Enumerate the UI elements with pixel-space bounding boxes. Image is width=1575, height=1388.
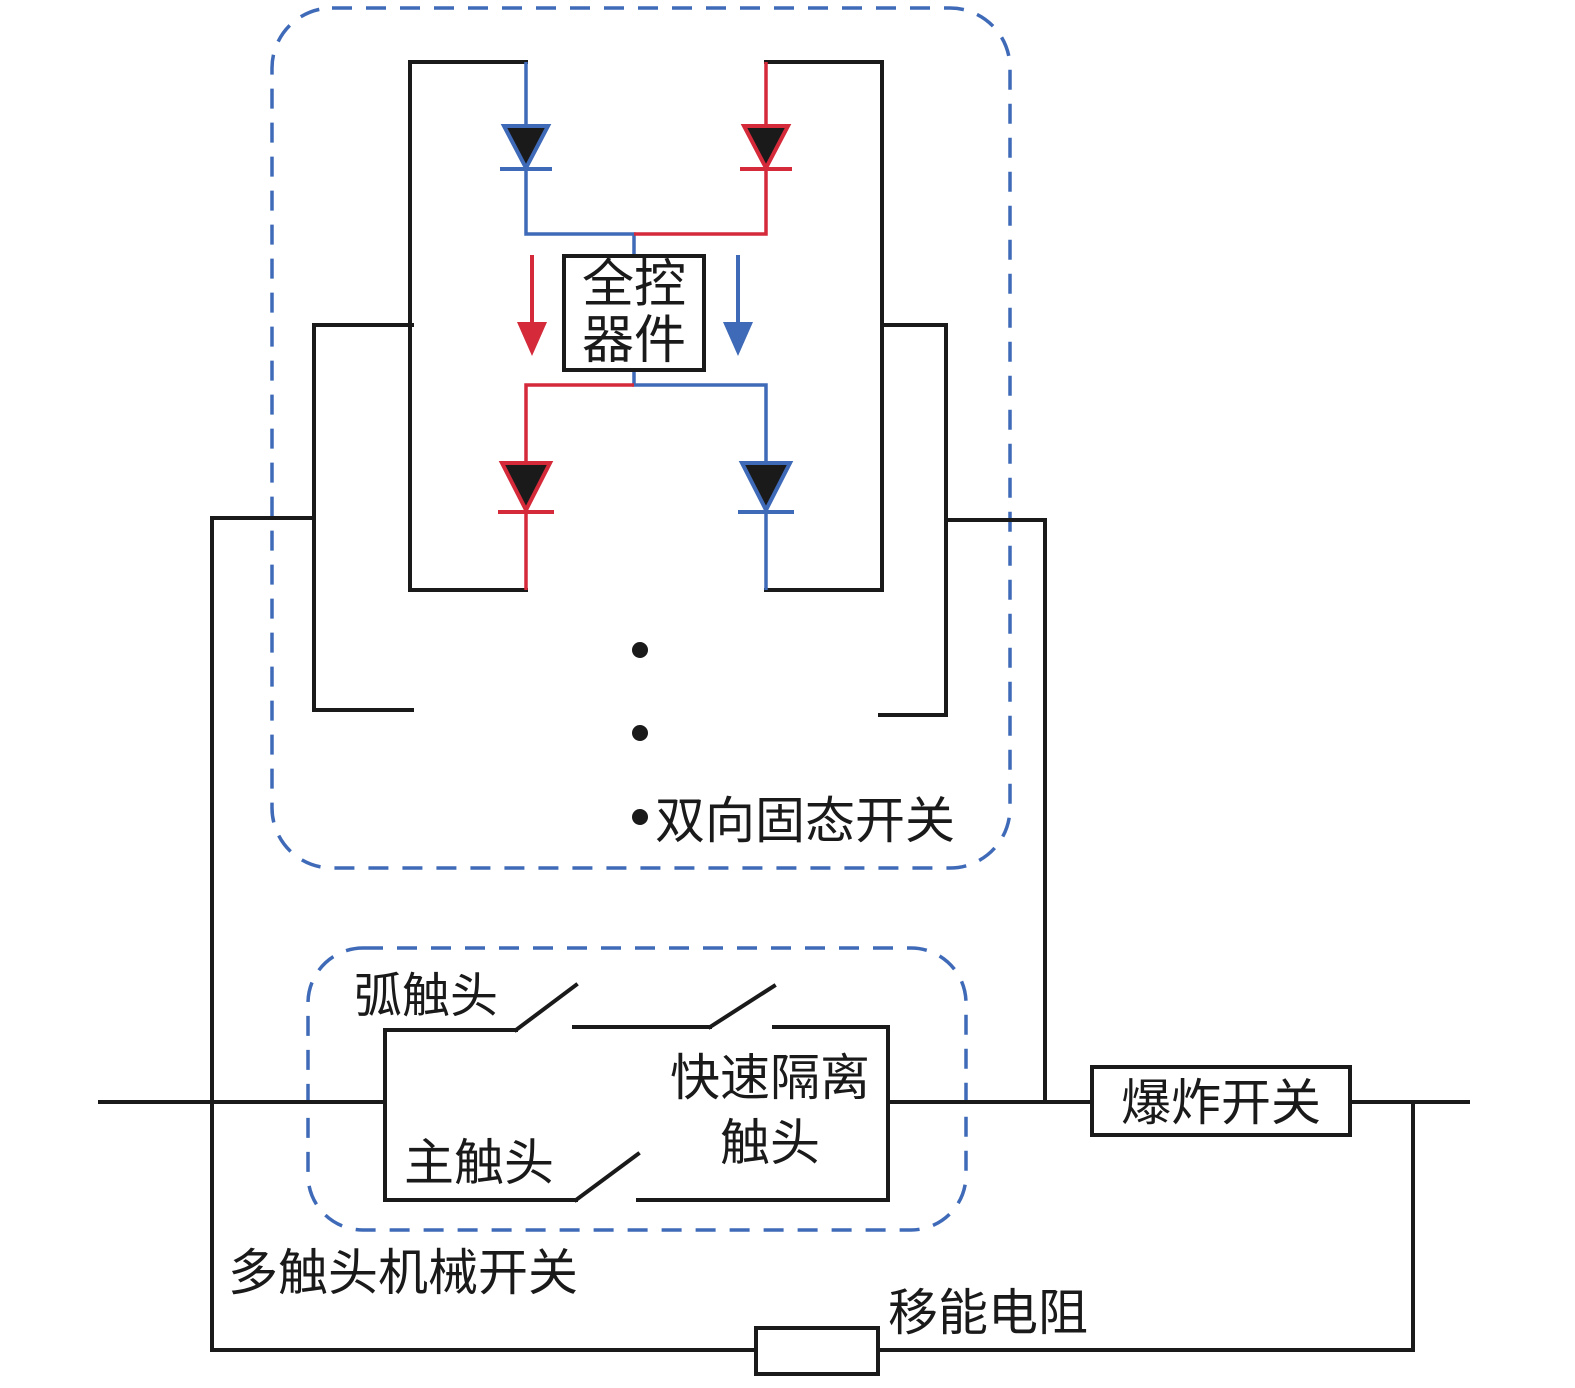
- explosion-switch-box: [1090, 1065, 1352, 1137]
- bidirectional-ss-switch-label: 双向固态开关: [655, 792, 955, 850]
- arc-contact-label: 弧触头: [354, 968, 498, 1024]
- diode-bottom-left-icon: [498, 461, 554, 515]
- red-current-path: [524, 62, 768, 590]
- fast-isolation-contact-label-2: 触头: [720, 1114, 820, 1172]
- diode-bottom-right-icon: [738, 461, 794, 515]
- multi-contact-mech-switch-label: 多触头机械开关: [228, 1244, 578, 1302]
- blue-arrow-down-icon: [723, 255, 753, 356]
- explosion-switch-label: 爆炸开关: [1121, 1074, 1321, 1132]
- full-control-device-label-2: 器件: [582, 311, 686, 371]
- energy-resistor-box: [754, 1326, 880, 1376]
- diode-top-right-icon: [740, 124, 792, 173]
- ss-switch-group-box: [270, 6, 1012, 870]
- main-contact-label: 主触头: [404, 1134, 554, 1192]
- red-arrow-down-icon: [517, 255, 547, 356]
- diode-top-left-icon: [500, 124, 552, 173]
- mechanical-contacts: [383, 982, 890, 1203]
- ellipsis-dots: [632, 642, 648, 825]
- mech-switch-group-box: [306, 946, 968, 1232]
- ss-module-frame: [408, 60, 884, 592]
- outer-wiring: [210, 323, 1415, 1352]
- full-control-device-box: [562, 254, 706, 372]
- energy-resistor-label: 移能电阻: [888, 1284, 1088, 1342]
- full-control-device-label-1: 全控: [582, 255, 686, 315]
- fast-isolation-contact-label-1: 快速隔离: [670, 1049, 870, 1107]
